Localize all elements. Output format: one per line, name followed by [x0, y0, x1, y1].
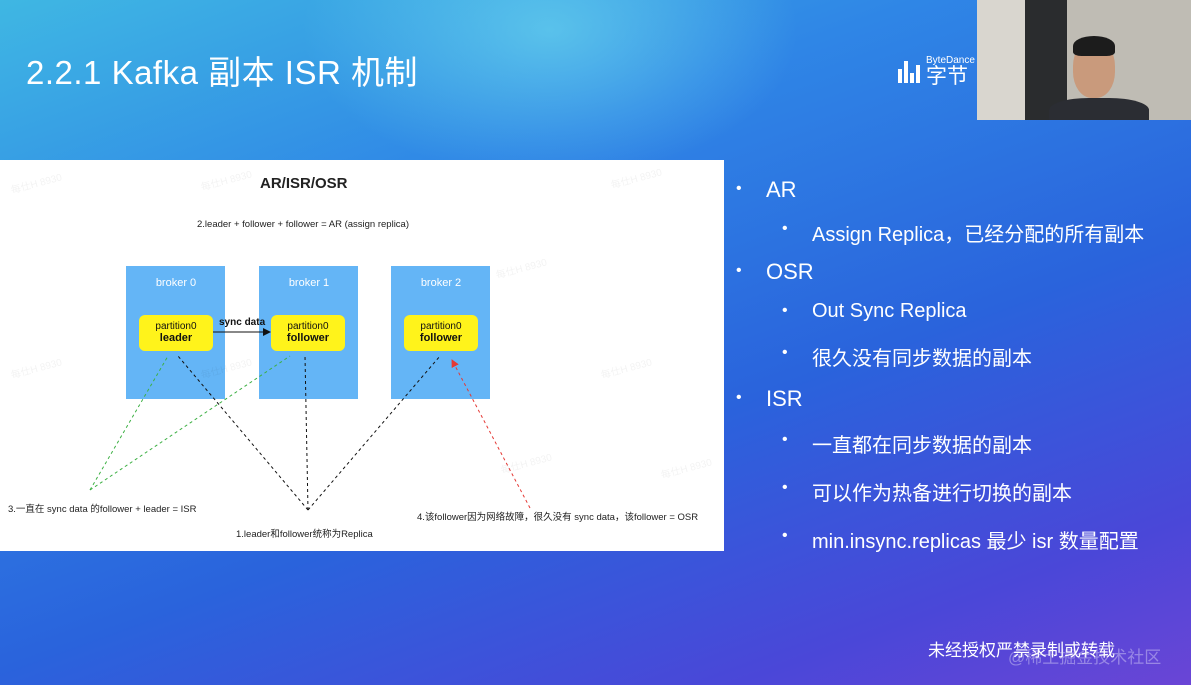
- bullet-dot: •: [782, 220, 788, 237]
- note-ar: 2.leader + follower + follower = AR (ass…: [197, 219, 410, 230]
- logo-text-cn: 字节: [926, 65, 968, 88]
- ar-isr-osr-diagram: 每仕H 8930 每仕H 8930 每仕H 8930 每仕H 8930 每仕H …: [0, 160, 724, 551]
- bullet-osr-desc-1: Out Sync Replica: [812, 300, 967, 322]
- partition-follower-2: partition0 follower: [404, 315, 478, 351]
- bullet-dot: •: [782, 527, 788, 544]
- bullet-ar-desc: Assign Replica，已经分配的所有副本: [812, 224, 1145, 246]
- community-watermark: @稀土掘金技术社区: [1008, 648, 1162, 667]
- bullet-ar: AR: [766, 177, 797, 202]
- bytedance-logo: ByteDance 字节: [898, 56, 975, 88]
- bullet-dot: •: [736, 389, 742, 406]
- note-osr: 4.该follower因为网络故障，很久没有 sync data，该follow…: [417, 512, 699, 523]
- note-isr: 3.一直在 sync data 的follower + leader = ISR: [8, 504, 197, 515]
- replica-line-2: [304, 355, 309, 511]
- broker-2-label: broker 2: [420, 277, 462, 289]
- background-glow: [300, 0, 800, 180]
- bullet-dot: •: [782, 302, 788, 319]
- diagram-title: AR/ISR/OSR: [260, 175, 348, 192]
- slide-title: 2.2.1 Kafka 副本 ISR 机制: [26, 54, 418, 91]
- copyright-notice: 未经授权严禁录制或转载: [928, 641, 1115, 660]
- bullet-isr: ISR: [766, 386, 803, 411]
- bullet-osr: OSR: [766, 259, 814, 284]
- sync-data-label: sync data: [219, 317, 266, 328]
- bullet-isr-desc-2: 可以作为热备进行切换的副本: [812, 483, 1072, 505]
- bullet-dot: •: [782, 479, 788, 496]
- logo-text-en: ByteDance: [926, 55, 975, 66]
- bullet-osr-desc-2: 很久没有同步数据的副本: [812, 348, 1032, 370]
- bytedance-logo-icon: [898, 61, 920, 83]
- isr-green-line-2: [89, 355, 291, 491]
- partition-follower-1: partition0 follower: [271, 315, 345, 351]
- note-replica: 1.leader和follower统称为Replica: [236, 529, 373, 540]
- broker-1-label: broker 1: [288, 277, 330, 289]
- webcam-video: [977, 0, 1191, 120]
- isr-green-line-1: [89, 355, 169, 491]
- bullet-isr-desc-1: 一直都在同步数据的副本: [812, 435, 1032, 457]
- bullet-dot: •: [782, 344, 788, 361]
- bullet-isr-desc-3: min.insync.replicas 最少 isr 数量配置: [812, 531, 1139, 553]
- bullet-dot: •: [736, 262, 742, 279]
- osr-red-arrow: [451, 359, 531, 509]
- broker-0-label: broker 0: [155, 277, 197, 289]
- partition-leader: partition0 leader: [139, 315, 213, 351]
- bullet-dot: •: [736, 180, 742, 197]
- replica-line-3: [307, 355, 441, 511]
- bullet-dot: •: [782, 431, 788, 448]
